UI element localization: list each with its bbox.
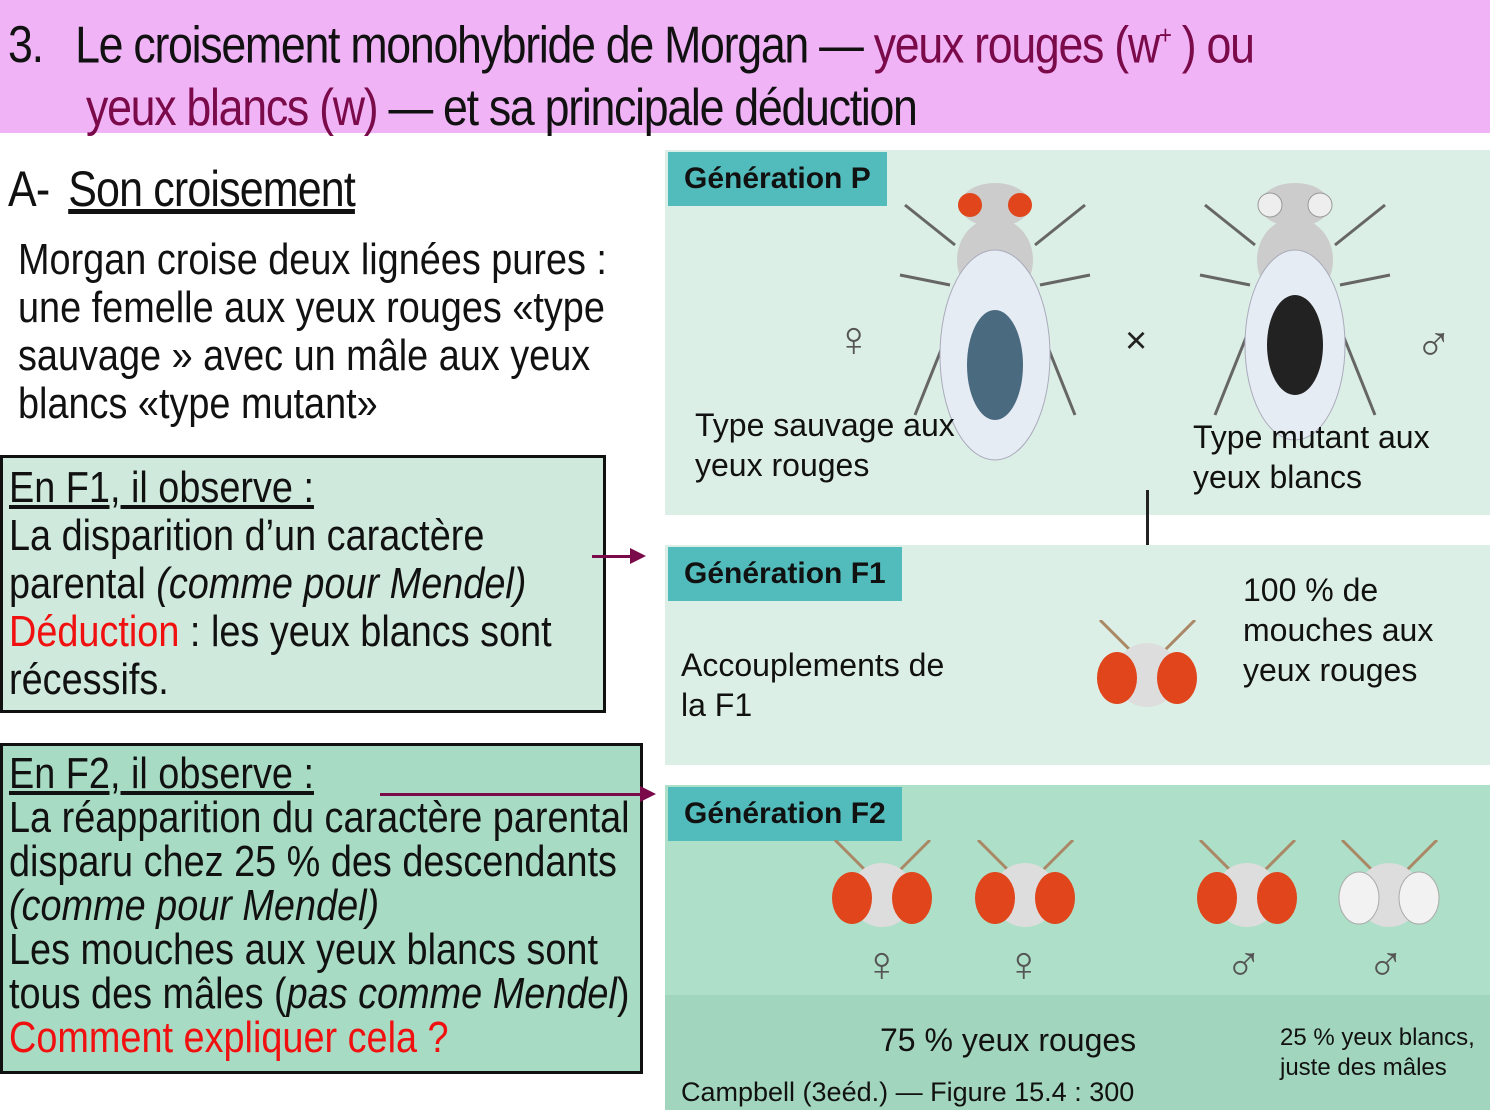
f2-italic: (comme pour Mendel) [9, 881, 380, 930]
f1-italic: (comme pour Mendel) [156, 559, 527, 608]
title-part: yeux blancs (w) [86, 79, 379, 138]
f1-left-text: Accouplements de la F1 [681, 647, 945, 723]
title-part: yeux rouges (w [873, 16, 1160, 75]
f2-observation-box: En F2, il observe : La réapparition du c… [0, 743, 643, 1074]
f1-heading: En F1, il observe : [9, 463, 314, 512]
f2-red-percentage: 75 % yeux rouges [880, 1022, 1137, 1058]
section-letter: A- [8, 161, 50, 217]
f1-result-text: 100 % de mouches aux yeux rouges [1243, 572, 1434, 688]
generation-f2-tab: Génération F2 [668, 787, 902, 841]
title-part: — et sa principale déduction [377, 79, 917, 138]
red-eyed-fly-head-icon [1197, 840, 1297, 927]
title-part: Le croisement monohybride de Morgan — [75, 16, 874, 75]
wild-type-fly-icon [899, 183, 1091, 461]
male-caption: Type mutant aux yeux blancs [1193, 419, 1430, 495]
deduction-text: : les yeux blancs sont récessifs. [9, 607, 552, 704]
female-symbol-icon: ♀ [1005, 936, 1043, 992]
red-eyed-fly-head-icon [1097, 620, 1197, 707]
f2-caption-band [665, 995, 1490, 1110]
intro-paragraph: Morgan croise deux lignées pures : une f… [18, 236, 607, 428]
f1-text: La disparition d’un caractère parental [9, 511, 485, 608]
intro-text: Morgan croise deux lignées pures : une f… [18, 236, 658, 458]
title-sup: + [1158, 20, 1172, 50]
f2-italic: pas comme Mendel [286, 969, 617, 1018]
generation-p-tab: Génération P [668, 152, 887, 206]
female-symbol-icon: ♀ [863, 936, 901, 992]
section-title: Son croisement [68, 161, 356, 217]
red-eyed-fly-head-icon [975, 840, 1075, 927]
citation: Campbell (3eéd.) — Figure 15.4 : 300 [681, 1077, 1135, 1107]
male-symbol-icon: ♂ [1415, 316, 1453, 372]
f2-text: La réapparition du caractère parental di… [9, 793, 630, 886]
cross-symbol: × [1125, 320, 1148, 362]
f1-observation-box: En F1, il observe : La disparition d’un … [0, 455, 606, 713]
female-caption: Type sauvage aux yeux rouges [695, 407, 955, 483]
mutant-fly-icon [1199, 183, 1391, 441]
f2-text: ) [616, 969, 630, 1018]
red-eyed-fly-head-icon [832, 840, 932, 927]
generation-f2-panel: Génération F2 ♀ ♀ ♂ ♂ 75 % yeux rouges 2… [665, 785, 1490, 1110]
section-heading: A- Son croisement [8, 160, 356, 218]
male-symbol-icon: ♂ [1225, 936, 1263, 992]
title-number: 3. [8, 16, 44, 75]
f2-heading: En F2, il observe : [9, 749, 314, 798]
f2-question: Comment expliquer cela ? [9, 1013, 449, 1062]
title-part: ) ou [1170, 16, 1255, 75]
male-symbol-icon: ♂ [1367, 936, 1405, 992]
arrow-to-f1 [592, 548, 646, 564]
generation-f1-panel: Génération F1 Accouplements de la F1 100… [665, 545, 1490, 765]
white-eyed-fly-head-icon [1338, 840, 1440, 927]
generation-f1-tab: Génération F1 [668, 547, 902, 601]
deduction-label: Déduction [9, 607, 180, 656]
down-arrow [1146, 490, 1149, 590]
f2-text: Les mouches aux yeux blancs sont tous de… [9, 925, 598, 1018]
arrow-to-f2 [380, 786, 656, 802]
slide-title: 3.Le croisement monohybride de Morgan — … [0, 0, 1490, 137]
f2-white-percentage: 25 % yeux blancs, juste des mâles [1280, 1024, 1475, 1081]
generation-p-panel: Génération P ♀ × ♂ Type sauvage aux yeux… [665, 150, 1490, 515]
female-symbol-icon: ♀ [835, 311, 873, 367]
